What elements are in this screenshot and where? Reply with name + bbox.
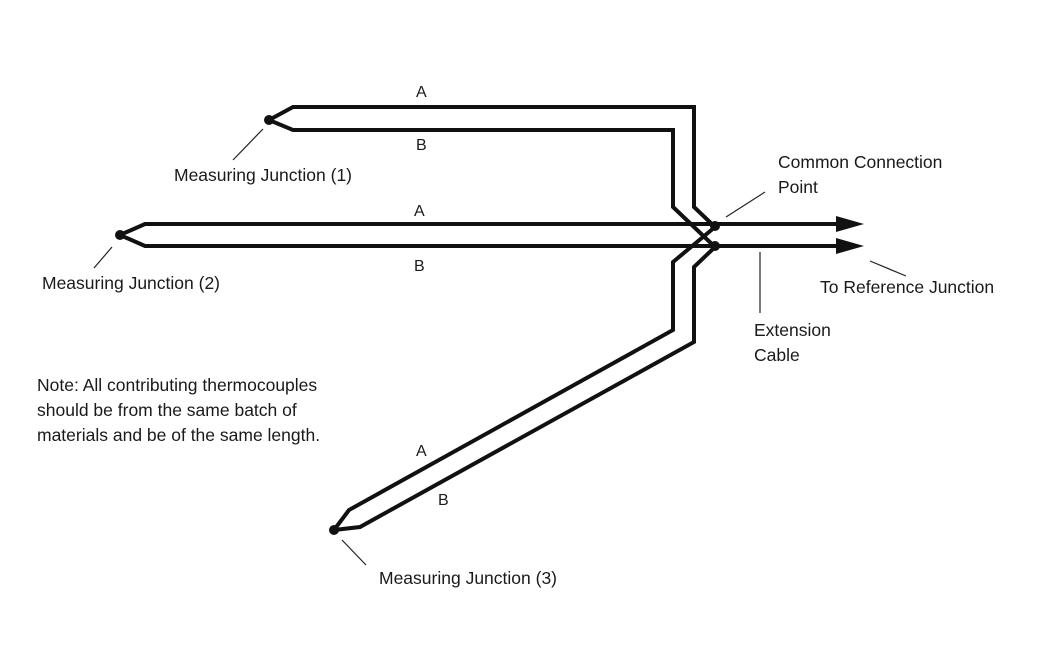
wire-label-b-1: B bbox=[416, 137, 427, 154]
wire-label-b-2: B bbox=[414, 258, 425, 275]
arrowhead-b-icon bbox=[836, 238, 864, 254]
extension-cable-label-line1: Extension bbox=[754, 320, 831, 340]
note-line-1: Note: All contributing thermocouples bbox=[37, 375, 317, 395]
common-connection-label-line1: Common Connection bbox=[778, 152, 942, 172]
reference-junction-label: To Reference Junction bbox=[820, 277, 994, 297]
note-line-3: materials and be of the same length. bbox=[37, 425, 320, 445]
common-connection-dot-a bbox=[710, 221, 720, 231]
measuring-junction-2-dot bbox=[115, 230, 125, 240]
thermocouple-2-wire-a bbox=[119, 222, 838, 237]
wire-label-b-3: B bbox=[438, 492, 449, 509]
note-line-2: should be from the same batch of bbox=[37, 400, 297, 420]
measuring-junction-3-label: Measuring Junction (3) bbox=[379, 568, 557, 588]
thermocouple-1-wire-a bbox=[268, 105, 717, 229]
reference-leader bbox=[869, 260, 907, 277]
thermocouple-3-wire-b bbox=[333, 245, 717, 532]
common-connection-leader bbox=[725, 191, 766, 218]
junction-3-leader bbox=[341, 539, 367, 566]
measuring-junction-2-label: Measuring Junction (2) bbox=[42, 273, 220, 293]
junction-1-leader bbox=[232, 128, 264, 161]
wire-label-a-1: A bbox=[416, 84, 427, 101]
thermocouple-3-wire-a bbox=[332, 225, 717, 532]
measuring-junction-3-dot bbox=[329, 525, 339, 535]
arrowhead-a-icon bbox=[836, 216, 864, 232]
measuring-junction-1-dot bbox=[264, 115, 274, 125]
junction-2-leader bbox=[93, 246, 113, 269]
wire-label-a-2: A bbox=[414, 203, 425, 220]
extension-cable-label-line2: Cable bbox=[754, 345, 800, 365]
thermocouple-2-wire-b bbox=[119, 233, 838, 248]
measuring-junction-1-label: Measuring Junction (1) bbox=[174, 165, 352, 185]
common-connection-label-line2: Point bbox=[778, 177, 818, 197]
wire-label-a-3: A bbox=[416, 443, 427, 460]
common-connection-dot-b bbox=[710, 241, 720, 251]
thermocouple-1-wire-b bbox=[268, 118, 717, 249]
